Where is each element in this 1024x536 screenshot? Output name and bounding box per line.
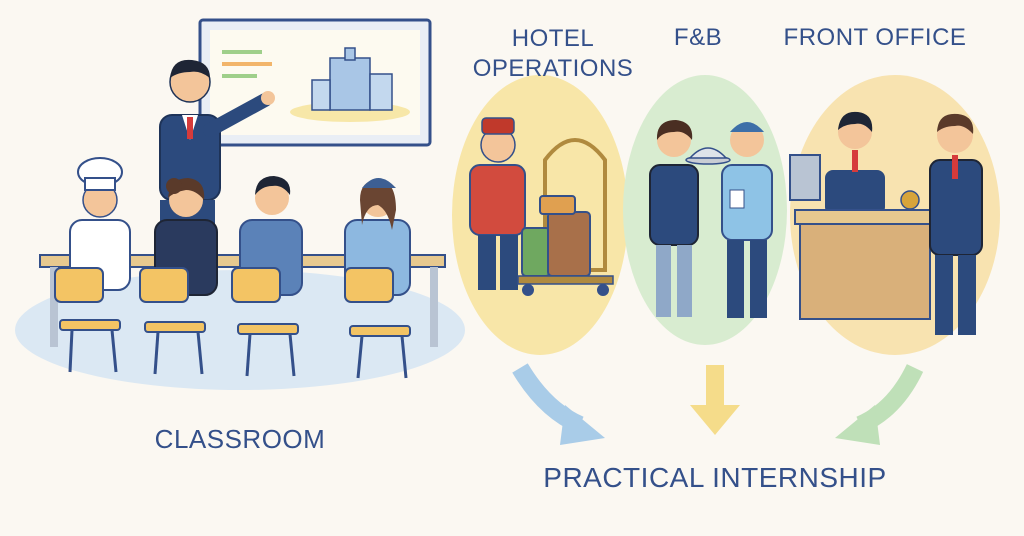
fb-server (649, 120, 731, 317)
fb-staff (721, 122, 773, 318)
projector-screen (198, 18, 432, 147)
reception-desk (789, 111, 946, 320)
hotel-operations-line2: OPERATIONS (472, 55, 634, 82)
arrow-fb (690, 365, 740, 435)
hotel-operations-label: HOTEL OPERATIONS (468, 24, 638, 84)
hotel-operations-line1: HOTEL (511, 25, 595, 52)
fb-label: F&B (673, 24, 723, 51)
arrow-front-office (835, 363, 924, 445)
bellboy (469, 117, 526, 290)
front-office-guest (929, 113, 983, 335)
arrow-hotel (512, 363, 605, 445)
front-office-label: FRONT OFFICE (783, 24, 967, 51)
practical-internship-label: PRACTICAL INTERNSHIP (543, 462, 887, 493)
luggage-cart (517, 138, 614, 296)
classroom-label: CLASSROOM (154, 424, 326, 454)
classroom-chairs (54, 267, 411, 337)
